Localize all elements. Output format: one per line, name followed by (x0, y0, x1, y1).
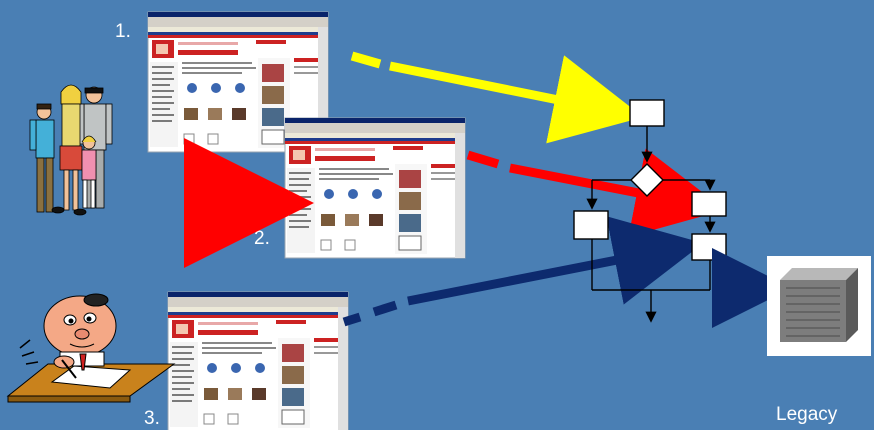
step-3-label: 3. (144, 408, 160, 429)
flow-left-box (573, 210, 609, 240)
red-arrow (509, 148, 726, 237)
writing-man-clipart-icon (6, 293, 176, 403)
flow-right-box-2 (691, 233, 727, 261)
flow-decision-diamond (630, 163, 664, 197)
step-1-label: 1. (115, 21, 131, 42)
browser-screenshot-2 (284, 117, 466, 259)
red-dash-1 (466, 150, 500, 169)
red-flow-arrow-1-to-2 (184, 138, 314, 268)
legacy-label: Legacy (776, 404, 838, 425)
flowchart (573, 99, 727, 323)
flow-start-box (629, 99, 665, 127)
family-clipart-icon (29, 84, 113, 216)
server-icon (767, 256, 871, 356)
yellow-arrow (389, 55, 644, 144)
navy-arrow-to-legacy (712, 248, 792, 328)
step-2-label: 2. (254, 228, 270, 249)
navy-arrow (407, 216, 704, 306)
browser-screenshot-3 (167, 291, 349, 430)
navy-dash-1 (342, 312, 362, 327)
yellow-dash-1 (350, 51, 382, 69)
flow-right-box-1 (691, 191, 727, 217)
navy-dash-2 (372, 300, 398, 317)
